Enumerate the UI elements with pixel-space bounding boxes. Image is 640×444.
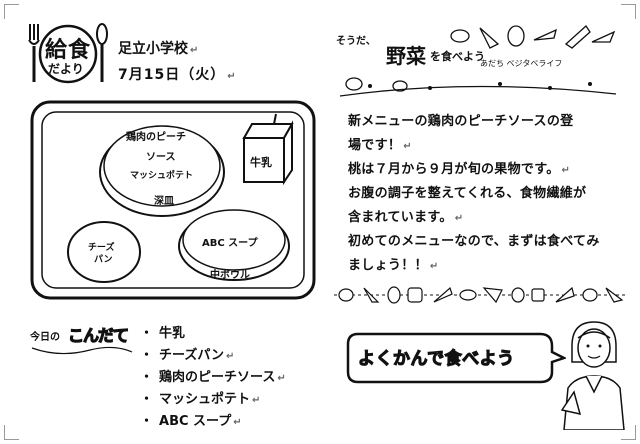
banner-main: 野菜 (386, 44, 426, 68)
crop-mark-bottom-left (4, 425, 19, 440)
kyushoku-logo: 給食 だより (22, 18, 114, 88)
article-line: 初めてのメニューなので、まずは食べてみ (348, 234, 600, 249)
menu-item: ・牛乳 (140, 326, 186, 341)
menu-title: 今日の こんだて (30, 318, 134, 358)
bread-text-2: パン (94, 255, 113, 265)
article-line: お腹の調子を整えてくれる、食物繊維が (348, 186, 587, 201)
bread-text-1: チーズ (88, 243, 115, 253)
big-bowl-label: 深皿 (154, 196, 174, 207)
milk-carton-icon (242, 113, 294, 186)
big-bowl-text-3: マッシュポテト (130, 171, 194, 181)
vegetable-border-icon (334, 286, 626, 304)
article-line: 場です！↵ (348, 138, 412, 153)
slogan-bubble: よくかんで食べよう (344, 330, 568, 386)
big-bowl-text-2: ソース (146, 152, 176, 163)
banner-suffix: を食べよう (430, 50, 485, 63)
article-line: ましょう！！↵ (348, 258, 439, 273)
article-line: 桃は７月から９月が旬の果物です。↵ (348, 162, 571, 177)
teacher-figure-icon (560, 321, 625, 431)
logo-subtitle: だより (48, 62, 84, 76)
menu-item: ・鶏肉のピーチソース↵ (140, 370, 286, 385)
school-name: 足立小学校↵ (118, 41, 199, 57)
tray-outline (30, 100, 316, 300)
menu-item: ・マッシュポテト↵ (140, 392, 261, 407)
menu-item: ・チーズパン↵ (140, 348, 235, 363)
menu-item: ・ABC スープ↵ (140, 414, 242, 429)
menu-title-prefix: 今日の (30, 332, 60, 343)
crop-mark-top-left (4, 4, 19, 19)
lunch-tray: 鶏肉のピーチ ソース マッシュポテト 深皿 牛乳 チーズ パン ABC スープ … (30, 100, 316, 300)
teacher-illustration (560, 318, 626, 431)
soup-text: ABC スープ (202, 238, 258, 249)
logo-title: 給食 (45, 38, 92, 63)
vegetable-banner: そうだ、 野菜 を食べよう あだち ベジタベライフ (330, 18, 620, 98)
banner-prefix: そうだ、 (336, 36, 376, 47)
slogan-text: よくかんで食べよう (357, 348, 515, 369)
crop-mark-bottom-right (621, 425, 636, 440)
soup-label: 中ボウル (210, 270, 250, 281)
vegetable-border (334, 282, 626, 308)
speech-bubble-icon (346, 332, 568, 384)
milk-label: 牛乳 (250, 156, 272, 169)
vegetable-illustration-icon (339, 25, 617, 97)
fork-spoon-plate-icon (28, 23, 108, 84)
menu-title-decoration (31, 346, 133, 355)
menu-title-main: こんだて (67, 325, 129, 345)
crop-mark-top-right (621, 4, 636, 19)
issue-date: 7月15日（火）↵ (118, 67, 237, 83)
big-bowl-text-1: 鶏肉のピーチ (126, 132, 186, 143)
article-line: 新メニューの鶏肉のピーチソースの登 (348, 114, 574, 129)
article-line: 含まれています。↵ (348, 210, 464, 225)
banner-subtitle: あだち ベジタベライフ (480, 59, 563, 68)
